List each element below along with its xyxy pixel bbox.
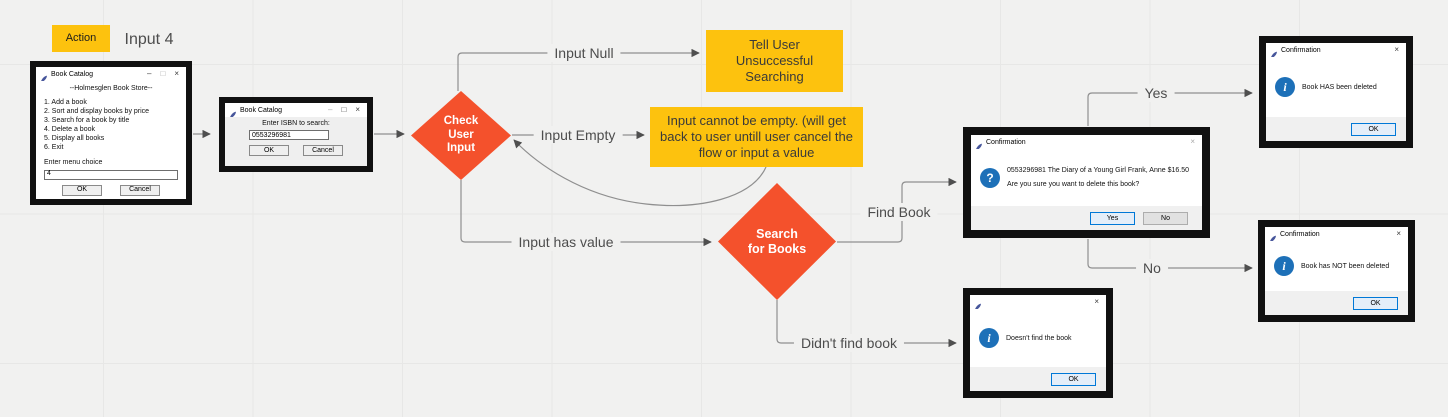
edge-confirm-no[interactable]	[1087, 239, 1253, 273]
maximize-icon[interactable]: □	[341, 105, 347, 114]
close-icon[interactable]: ×	[1396, 229, 1401, 238]
edge-label-yes[interactable]: Yes	[1137, 84, 1175, 102]
dialog-message: Doesn't find the book	[1006, 334, 1072, 342]
yes-button[interactable]: Yes	[1090, 211, 1135, 225]
menu-prompt: Enter menu choice	[44, 158, 103, 166]
minimize-icon[interactable]: –	[147, 69, 152, 78]
edge-confirm-yes[interactable]	[1087, 88, 1253, 126]
window-title: Book Catalog	[51, 70, 94, 78]
note-text: Input cannot be empty. (will get back to…	[660, 112, 853, 161]
edge-empty-note-return[interactable]	[513, 139, 767, 207]
action-legend-label: Action	[65, 31, 97, 44]
menu-item: 6. Exit	[44, 143, 64, 151]
flow-title: Input 4	[124, 31, 174, 48]
dialog-book-not-found[interactable]: × i Doesn't find the book OK	[963, 288, 1113, 398]
feather-icon	[1269, 230, 1277, 243]
edge-label-input-empty[interactable]: Input Empty	[533, 126, 623, 144]
ok-button[interactable]: OK	[62, 184, 102, 196]
dialog-message: Book HAS been deleted	[1302, 83, 1377, 91]
feather-icon	[975, 138, 983, 151]
edge-check-to-search[interactable]	[460, 180, 712, 247]
menu-item: 4. Delete a book	[44, 125, 95, 133]
note-text: Tell User Unsuccessful Searching	[735, 36, 814, 85]
menu-titlebar: Book Catalog – □ ×	[36, 67, 186, 83]
note-tell-user-unsuccessful[interactable]: Tell User Unsuccessful Searching	[706, 30, 843, 92]
info-icon: i	[979, 328, 999, 348]
edge-search-to-notfound[interactable]	[776, 300, 957, 348]
window-book-catalog-menu[interactable]: Book Catalog – □ × --Holmesglen Book Sto…	[30, 61, 192, 205]
ok-button[interactable]: OK	[1353, 296, 1398, 310]
menu-item: 3. Search for a book by title	[44, 116, 130, 124]
window-title: Confirmation	[1280, 230, 1320, 238]
window-title: Confirmation	[986, 138, 1026, 146]
edge-label-didnt-find-book[interactable]: Didn't find book	[793, 334, 905, 352]
ok-button[interactable]: OK	[1351, 122, 1396, 136]
question-icon: ?	[980, 167, 1000, 188]
dialog-book-deleted[interactable]: Confirmation × i Book HAS been deleted O…	[1259, 36, 1413, 148]
edge-label-input-has-value[interactable]: Input has value	[511, 233, 621, 251]
decision-label: Check User Input	[443, 114, 479, 155]
delete-question-line: Are you sure you want to delete this boo…	[1007, 181, 1140, 188]
info-icon: i	[1275, 77, 1295, 97]
dialog-message: Book has NOT been deleted	[1301, 262, 1390, 270]
confirm-titlebar: Confirmation ×	[971, 135, 1202, 151]
close-icon[interactable]: ×	[174, 69, 179, 78]
note-input-cannot-be-empty[interactable]: Input cannot be empty. (will get back to…	[650, 107, 863, 167]
menu-item: 5. Display all books	[44, 134, 105, 142]
feather-icon	[40, 70, 48, 83]
ok-button[interactable]: OK	[1051, 372, 1096, 386]
menu-body: --Holmesglen Book Store-- 1. Add a book …	[36, 81, 186, 199]
edge-label-find-book[interactable]: Find Book	[860, 203, 938, 221]
close-icon[interactable]: ×	[1190, 137, 1195, 146]
feather-icon	[1270, 46, 1278, 59]
minimize-icon[interactable]: –	[328, 105, 333, 114]
edge-check-to-tell-user[interactable]	[457, 48, 700, 91]
window-isbn-prompt[interactable]: Book Catalog – □ × Enter ISBN to search:…	[219, 97, 373, 172]
no-button[interactable]: No	[1143, 211, 1188, 225]
info-icon: i	[1274, 256, 1294, 276]
ok-button[interactable]: OK	[249, 145, 289, 156]
edge-label-input-null[interactable]: Input Null	[547, 44, 621, 62]
close-icon[interactable]: ×	[1394, 45, 1399, 54]
isbn-body: Enter ISBN to search: 0553296981 OK Canc…	[225, 117, 367, 166]
maximize-icon[interactable]: □	[160, 69, 166, 78]
menu-item: 1. Add a book	[44, 98, 87, 106]
feather-icon	[229, 106, 237, 119]
isbn-prompt: Enter ISBN to search:	[262, 120, 330, 127]
window-title: Confirmation	[1281, 46, 1321, 54]
feather-icon	[974, 298, 982, 311]
dialog-confirm-delete[interactable]: Confirmation × ? 0553296981 The Diary of…	[963, 127, 1210, 238]
action-legend-box[interactable]: Action	[52, 25, 110, 52]
isbn-input[interactable]: 0553296981	[249, 130, 329, 140]
close-icon[interactable]: ×	[355, 105, 360, 114]
window-title: Book Catalog	[240, 106, 283, 114]
store-header: --Holmesglen Book Store--	[69, 85, 153, 92]
cancel-button[interactable]: Cancel	[303, 145, 343, 156]
decision-label: Search for Books	[747, 226, 807, 256]
close-icon[interactable]: ×	[1094, 297, 1099, 306]
book-detail-line: 0553296981 The Diary of a Young Girl Fra…	[1007, 167, 1190, 174]
menu-choice-input[interactable]: 4	[44, 169, 178, 180]
cancel-button[interactable]: Cancel	[120, 184, 160, 196]
isbn-titlebar: Book Catalog – □ ×	[225, 103, 367, 119]
menu-item: 2. Sort and display books by price	[44, 107, 150, 115]
dialog-book-not-deleted[interactable]: Confirmation × i Book has NOT been delet…	[1258, 220, 1415, 322]
edge-label-no[interactable]: No	[1136, 259, 1168, 277]
